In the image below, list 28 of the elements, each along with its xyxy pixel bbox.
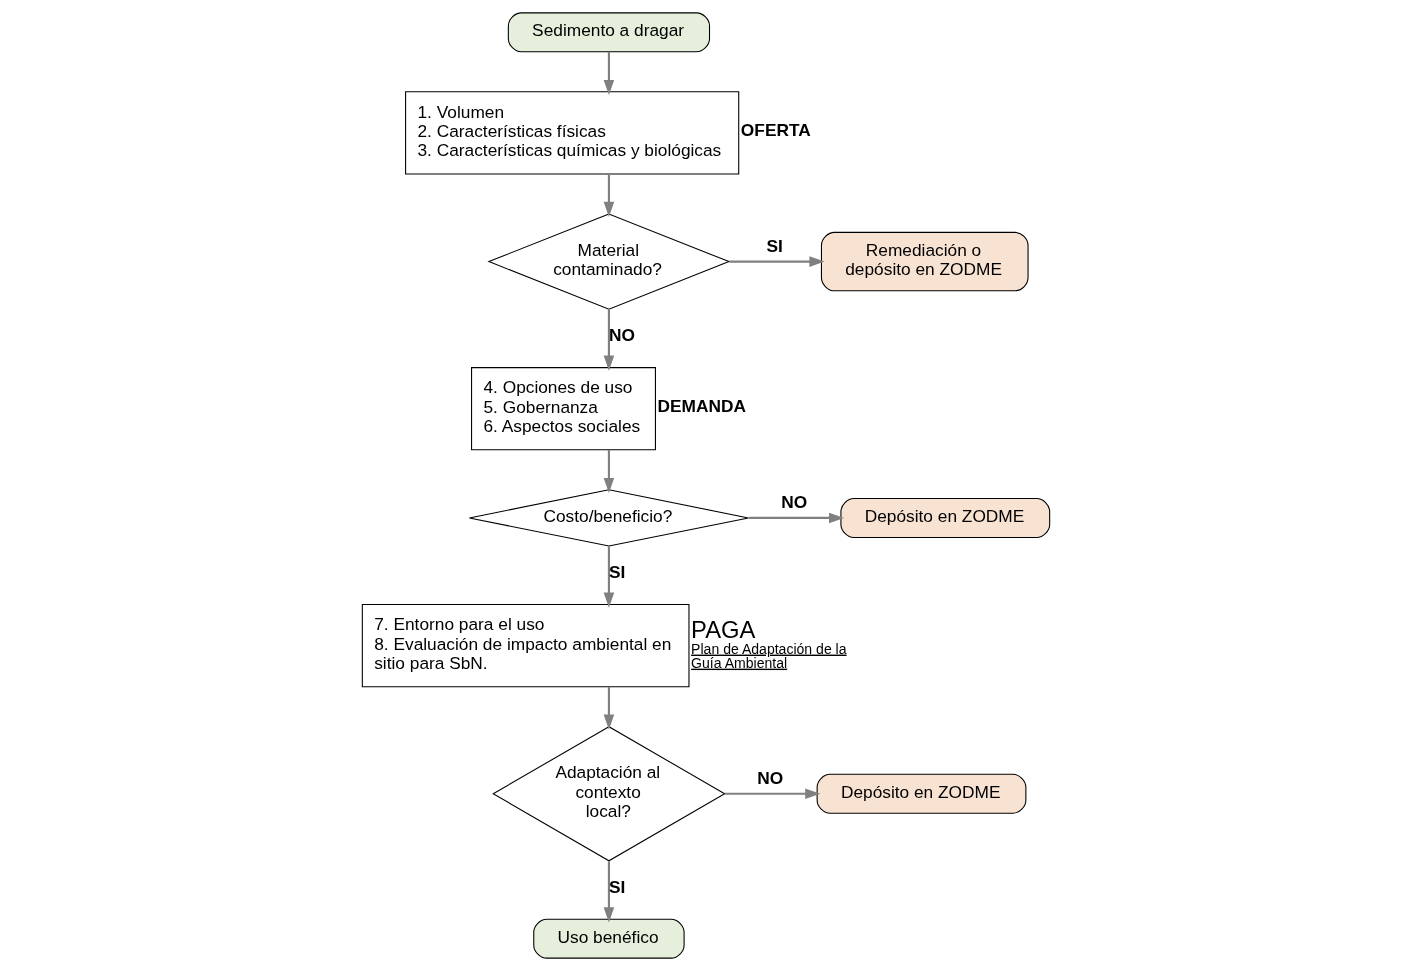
node-box: Sedimento a dragar [507, 12, 711, 53]
node-label: PAGA [691, 615, 756, 643]
node-box: Depósito en ZODME [840, 497, 1051, 538]
arrow [603, 51, 615, 96]
node-label: OFERTA [740, 119, 811, 140]
node-label: Plan de Adaptación de la Guía Ambiental [691, 640, 847, 671]
node-diamond: Material contaminado? [487, 213, 731, 310]
arrow [603, 309, 615, 371]
node-box: Uso benéfico [533, 918, 685, 959]
node-box: Depósito en ZODME [816, 773, 1027, 814]
node-diamond: Costo/beneficio? [468, 489, 749, 547]
edge-label: SI [608, 562, 626, 583]
edge-label: SI [608, 877, 626, 898]
edge-label: NO [781, 492, 808, 512]
arrow [748, 512, 845, 524]
arrow [603, 861, 615, 923]
edge-label: NO [757, 767, 784, 788]
arrow [729, 256, 825, 267]
edge-label: NO [608, 325, 635, 346]
arrow [603, 449, 615, 494]
node-box: Remediación o depósito en ZODME [820, 231, 1029, 292]
arrow [603, 686, 615, 730]
arrow [603, 174, 615, 217]
arrow [724, 788, 821, 800]
node-diamond: Adaptación al contexto local? [492, 726, 726, 862]
node-label: DEMANDA [657, 395, 747, 416]
arrow [603, 546, 615, 608]
edge-label: SI [766, 235, 783, 256]
